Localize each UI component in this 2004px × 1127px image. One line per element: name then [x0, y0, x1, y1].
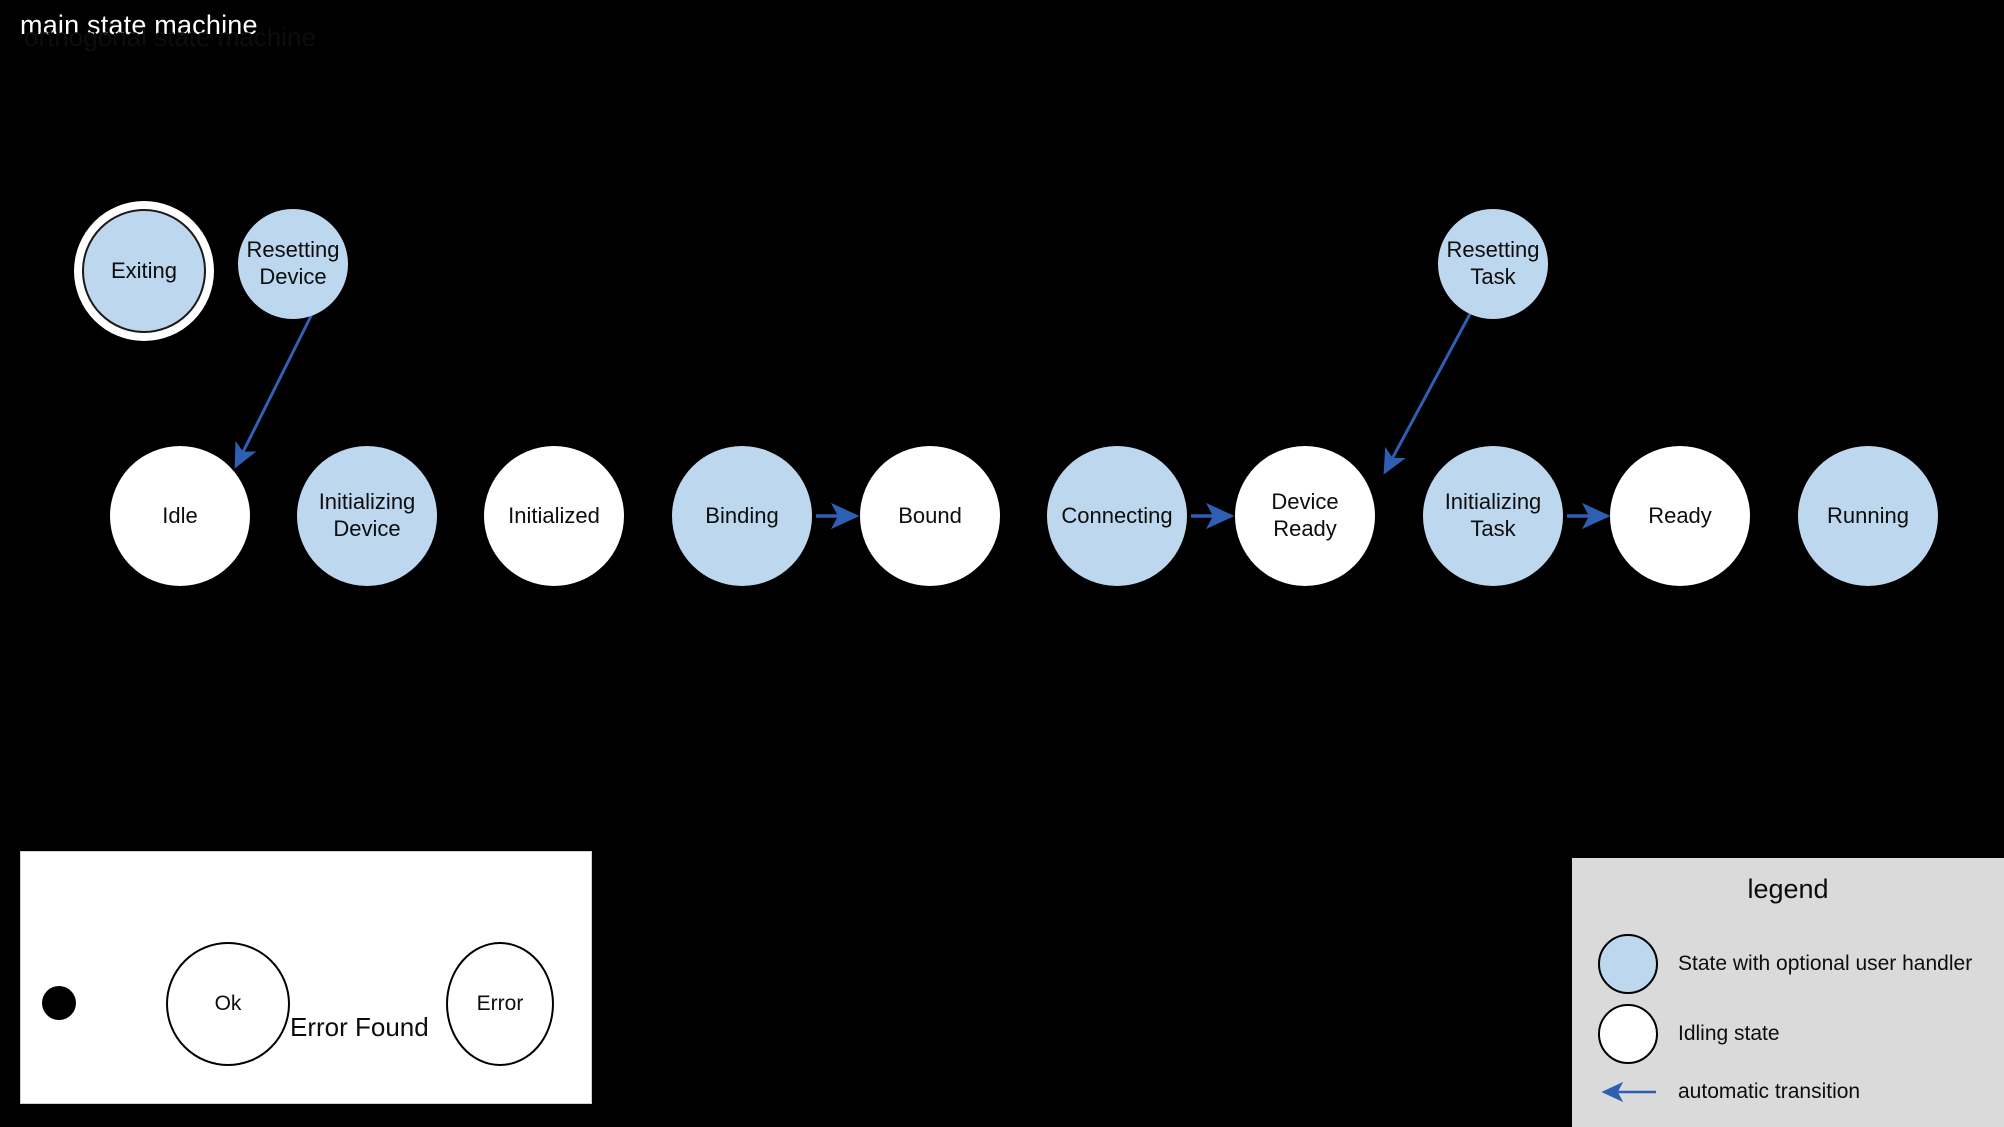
legend-item-label: automatic transition	[1678, 1080, 1861, 1103]
ortho-state-node-ok[interactable]: Ok	[166, 942, 290, 1066]
state-node-binding[interactable]: Binding	[672, 446, 812, 586]
state-label: Device Ready	[1271, 489, 1339, 541]
state-node-connecting[interactable]: Connecting	[1047, 446, 1187, 586]
state-label: Initialized	[508, 502, 600, 528]
handler-state-circle-icon	[1598, 934, 1658, 994]
legend-panel: legend State with optional user handler …	[1572, 858, 2004, 1127]
legend-item-label: Idling state	[1678, 1022, 1780, 1045]
edge-resetting-device-to-idle	[234, 313, 314, 469]
state-label: Resetting Device	[246, 237, 340, 289]
state-label: Bound	[898, 502, 962, 528]
legend-item-automatic-transition: automatic transition	[1598, 1080, 1860, 1104]
state-label: Error	[476, 992, 524, 1015]
state-label: Connecting	[1061, 502, 1173, 528]
state-node-device-ready[interactable]: Device Ready	[1235, 446, 1375, 586]
legend-item-label: State with optional user handler	[1678, 952, 1973, 975]
legend-title: legend	[1747, 874, 1829, 904]
state-label: Ok	[214, 992, 242, 1015]
state-label: Initializing Device	[318, 489, 416, 541]
state-node-initializing-task[interactable]: Initializing Task	[1423, 446, 1563, 586]
state-node-exiting[interactable]: Exiting	[82, 209, 206, 333]
ortho-state-node-error[interactable]: Error	[446, 942, 554, 1066]
transition-label-error-found: Error Found	[290, 1012, 429, 1042]
state-node-resetting-task[interactable]: Resetting Task	[1438, 209, 1548, 319]
legend-item-idling-state: Idling state	[1598, 1004, 1780, 1064]
edge-resetting-task-to-device-ready	[1383, 313, 1472, 475]
arrow-left-icon	[1598, 1081, 1658, 1103]
page-title: main state machine	[20, 10, 258, 40]
orthogonal-panel-title: orthogonal state machine	[24, 22, 316, 52]
state-node-ready[interactable]: Ready	[1610, 446, 1750, 586]
state-node-bound[interactable]: Bound	[860, 446, 1000, 586]
state-label: Ready	[1648, 502, 1712, 528]
state-node-running[interactable]: Running	[1798, 446, 1938, 586]
state-node-initializing-device[interactable]: Initializing Device	[297, 446, 437, 586]
state-label: Running	[1827, 502, 1909, 528]
state-node-idle[interactable]: Idle	[110, 446, 250, 586]
state-label: Exiting	[110, 257, 178, 283]
legend-item-handler-state: State with optional user handler	[1598, 934, 1972, 994]
state-label: Binding	[705, 502, 779, 528]
state-node-initialized[interactable]: Initialized	[484, 446, 624, 586]
idling-state-circle-icon	[1598, 1004, 1658, 1064]
state-label: Initializing Task	[1444, 489, 1542, 541]
state-label: Idle	[162, 502, 198, 528]
initial-state-dot-icon	[42, 986, 76, 1020]
state-label: Resetting Task	[1446, 237, 1540, 289]
state-node-resetting-device[interactable]: Resetting Device	[238, 209, 348, 319]
